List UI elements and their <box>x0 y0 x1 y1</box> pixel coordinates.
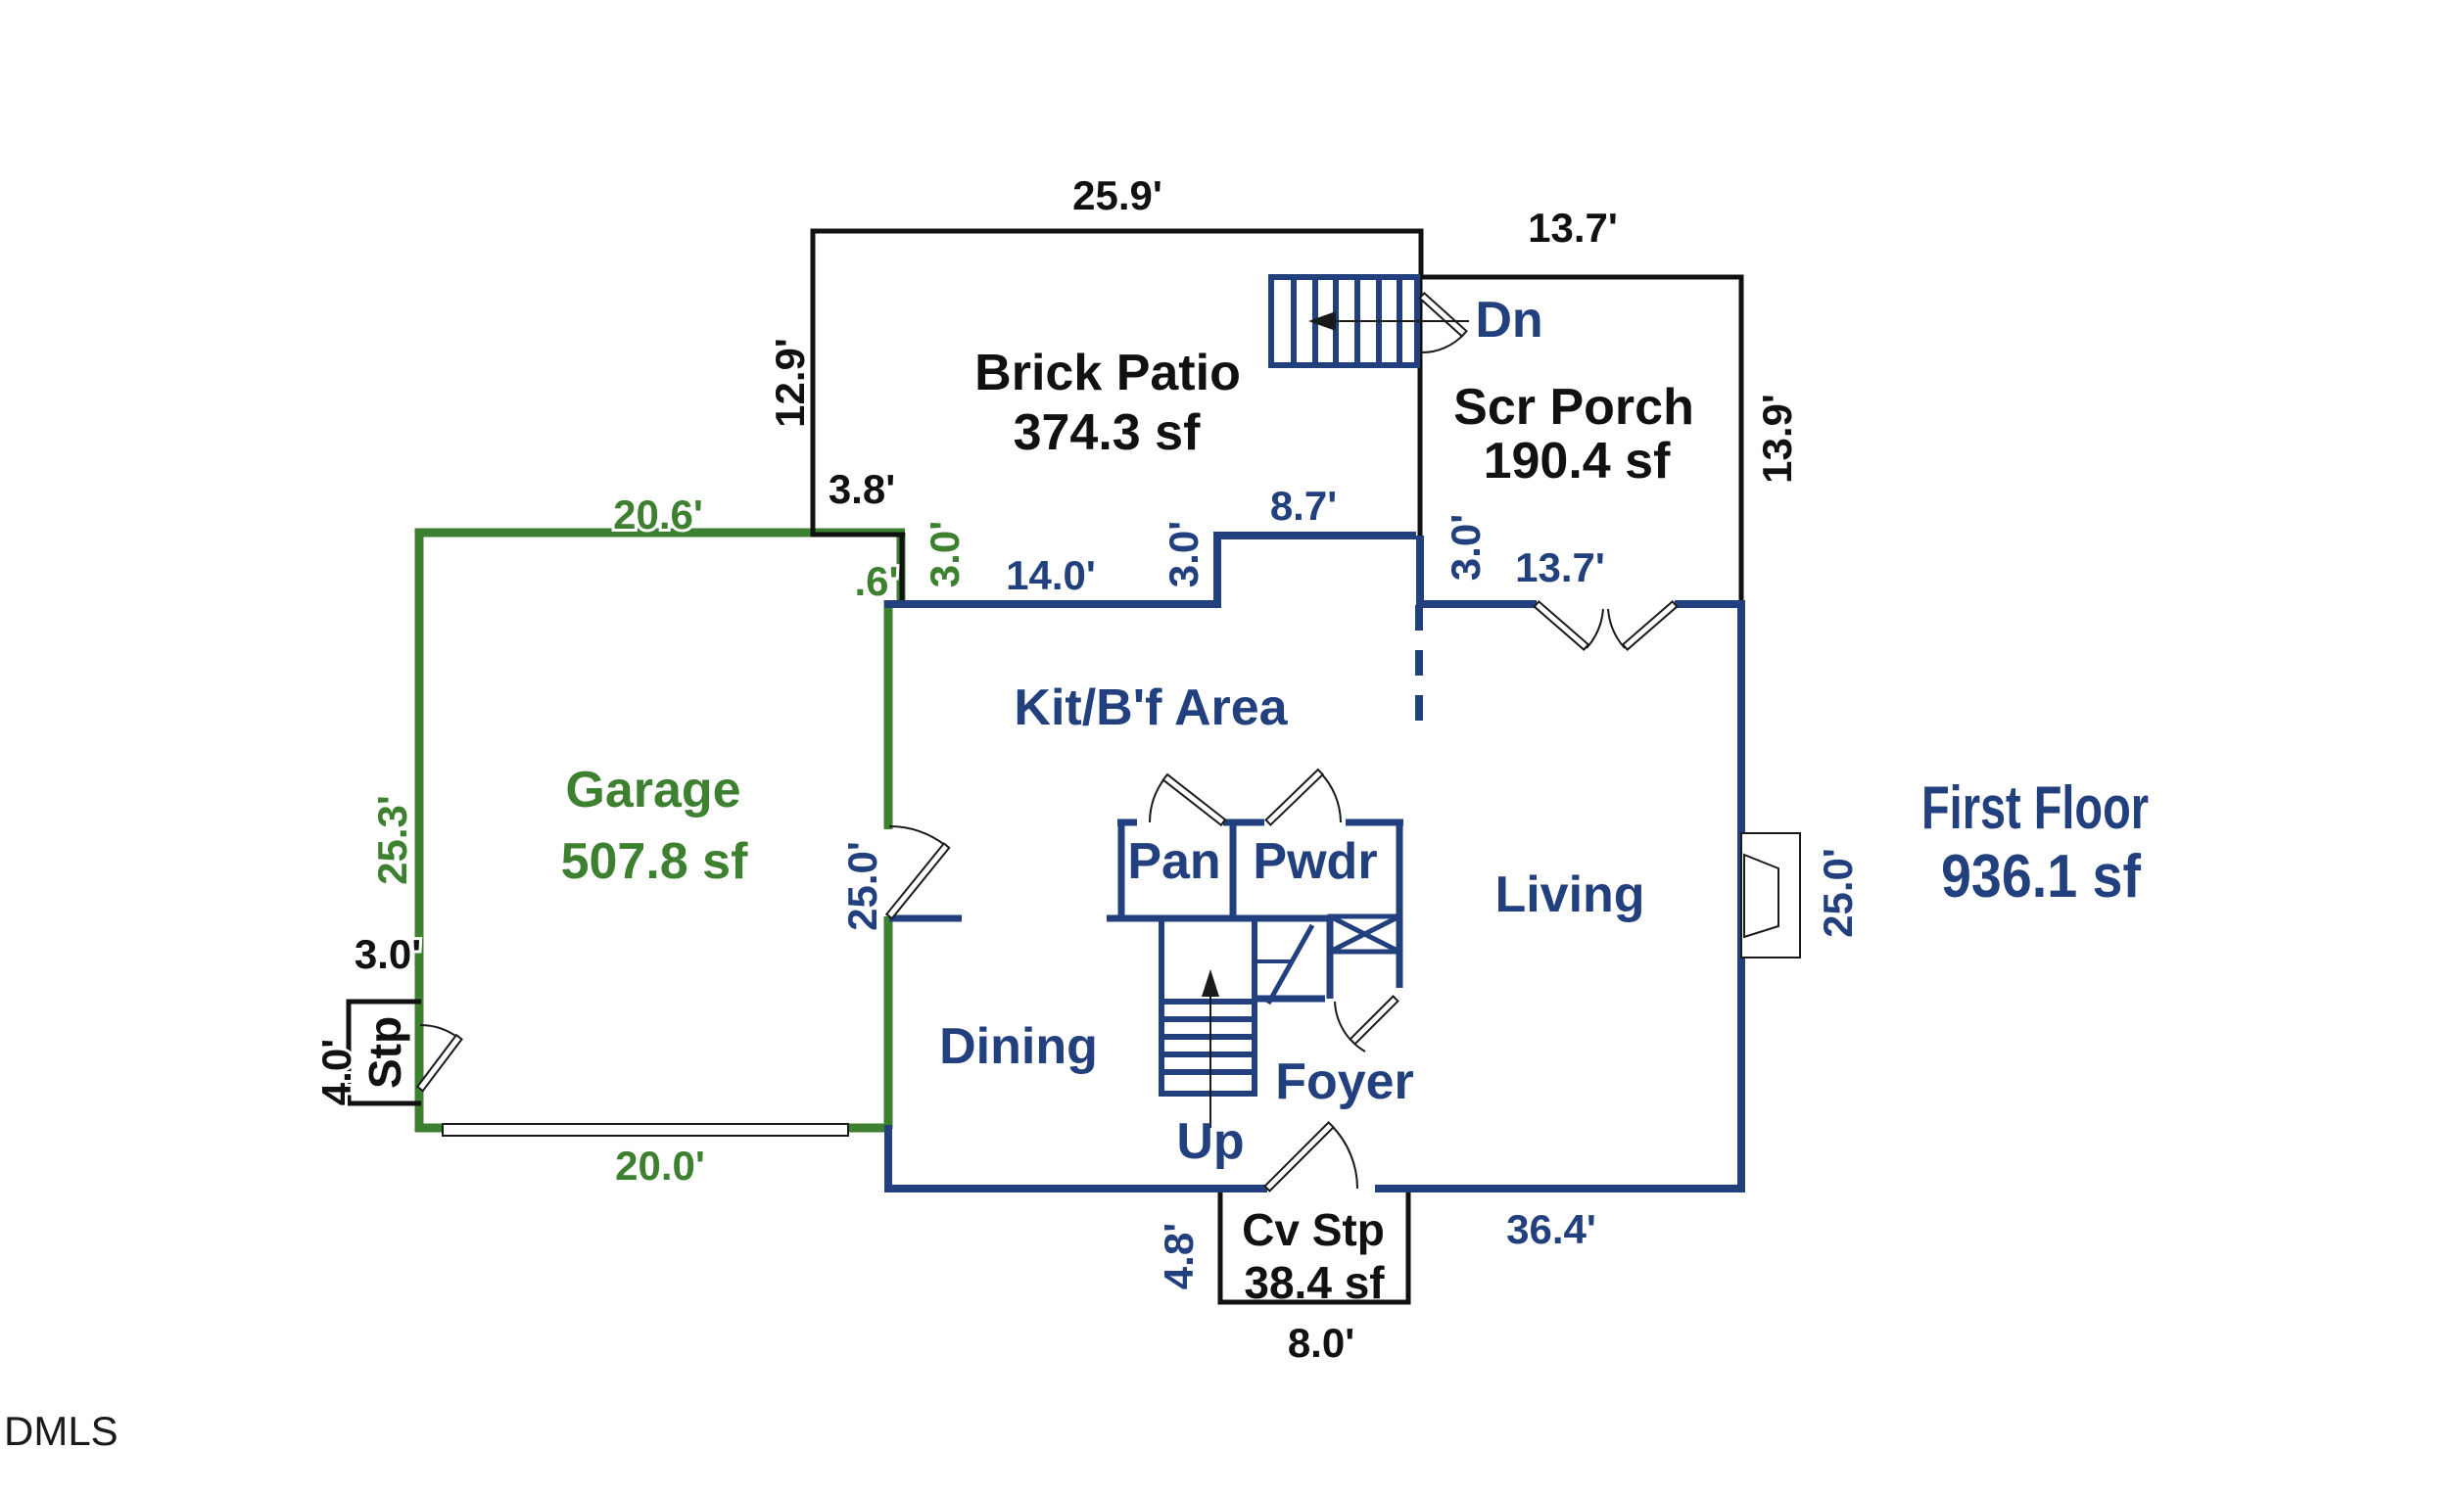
kitchen-top-wall <box>884 532 1416 608</box>
dim-front-stoop-width: 8.0' <box>1288 1320 1354 1366</box>
french-door-right-leaf <box>1621 599 1679 652</box>
french-door-left-leaf <box>1533 599 1590 652</box>
fireplace <box>1740 832 1801 958</box>
dim-kitchen-jog: 3.0' <box>1161 521 1207 587</box>
stoop-door-leaf <box>415 1033 463 1093</box>
stp-label: Stp <box>359 1016 410 1089</box>
first-floor-area: 936.1 sf <box>1941 843 2141 911</box>
covered-stoop-box <box>1217 1191 1411 1305</box>
scr-porch-label: Scr Porch <box>1453 379 1694 436</box>
understair-symbol <box>1257 923 1315 1005</box>
door-symbols <box>415 291 1679 1192</box>
dim-garage-jog: 3.0' <box>922 521 968 587</box>
powder-door-leaf <box>1264 768 1325 826</box>
dim-porch-door-width: 13.7' <box>1515 544 1605 590</box>
cv-stp-area: 38.4 sf <box>1244 1257 1385 1308</box>
dim-kitchen-patio-wall: 8.7' <box>1270 483 1337 529</box>
garage-kitchen-door-arc <box>888 824 947 847</box>
foyer-label: Foyer <box>1275 1053 1414 1110</box>
dim-porch-jog: 3.0' <box>1443 514 1489 581</box>
stair-up-label: Up <box>1176 1113 1244 1170</box>
pantry-door-leaf <box>1161 772 1227 827</box>
dimension-labels: 25.9' 13.7' 12.9' 13.9' 3.8' 3.0' 4.0' 8… <box>310 169 1864 1369</box>
porch-door-arc <box>1421 333 1465 354</box>
brick-patio-area: 374.3 sf <box>1014 404 1201 461</box>
closet-shelves <box>1327 913 1402 955</box>
front-door-leaf <box>1263 1121 1335 1192</box>
fireplace-firebox <box>1743 853 1779 939</box>
dim-garage-width-top: 20.6' <box>613 491 703 538</box>
pantry-label: Pan <box>1127 833 1220 890</box>
front-door-arc <box>1330 1124 1358 1190</box>
stair-up-treads <box>1161 999 1255 1075</box>
dim-garage-depth-left: 25.3' <box>369 795 415 885</box>
stair-up-arrow-head <box>1202 969 1219 997</box>
first-floor-label: First Floor <box>1921 774 2149 842</box>
brick-patio-label: Brick Patio <box>974 345 1241 401</box>
french-door-left-arc <box>1586 608 1604 649</box>
dim-first-floor-right: 25.0' <box>1815 848 1861 938</box>
dim-stoop-width: 3.0' <box>355 931 421 977</box>
stoop-box <box>346 999 421 1106</box>
dim-first-floor-left: 25.0' <box>839 841 885 931</box>
stair-arrows <box>1202 311 1469 1128</box>
garage-left-top-wall <box>414 528 905 1132</box>
stoop-door-arc <box>419 1024 459 1039</box>
garage-kitchen-door-leaf <box>884 842 951 920</box>
patio-porch-walls <box>346 228 1744 1305</box>
dim-kitchen-offset: .6' <box>854 558 898 604</box>
dim-patio-jog: 3.8' <box>829 466 895 512</box>
kitchen-label: Kit/B'f Area <box>1014 679 1288 736</box>
dim-patio-width-top: 25.9' <box>1072 172 1162 218</box>
watermark: DMLS <box>4 1408 118 1454</box>
stair-down-label: Dn <box>1475 292 1542 349</box>
garage-walls <box>414 528 906 1133</box>
patio-walls <box>810 228 1424 537</box>
porch-top-right-walls <box>1417 274 1744 606</box>
pantry-door-arc <box>1149 776 1166 823</box>
foyer-door-leaf <box>1349 995 1399 1046</box>
closet-box <box>1327 913 1402 955</box>
garage-label: Garage <box>565 762 740 818</box>
dim-first-floor-bottom: 36.4' <box>1506 1206 1596 1252</box>
dim-patio-depth-left: 12.9' <box>767 338 813 428</box>
understair-slope-line <box>1265 923 1315 1005</box>
living-label: Living <box>1494 866 1644 923</box>
stair-up <box>1159 918 1257 1097</box>
stair-down-arrow-head <box>1308 311 1336 331</box>
garage-door-panel <box>442 1123 849 1137</box>
powder-label: Pwdr <box>1253 833 1377 890</box>
dining-label: Dining <box>939 1018 1098 1075</box>
garage-area: 507.8 sf <box>561 833 748 890</box>
dim-stoop-depth: 4.0' <box>313 1039 359 1105</box>
powder-door-arc <box>1319 771 1342 823</box>
room-labels: Brick Patio 374.3 sf Scr Porch 190.4 sf … <box>359 292 2149 1308</box>
dim-garage-door-width: 20.0' <box>615 1143 705 1189</box>
foyer-door-arc <box>1334 1001 1366 1052</box>
dim-front-stoop-depth: 4.8' <box>1156 1223 1202 1289</box>
porch-door-leaf <box>1418 291 1468 338</box>
dim-kitchen-wall-top: 14.0' <box>1006 552 1096 598</box>
closet-x-icon <box>1328 913 1401 955</box>
scr-porch-area: 190.4 sf <box>1484 433 1671 490</box>
cv-stp-label: Cv Stp <box>1242 1204 1385 1255</box>
french-door-right-arc <box>1607 608 1626 649</box>
dim-porch-depth-right: 13.9' <box>1754 394 1800 484</box>
dim-porch-width-top: 13.7' <box>1528 205 1618 251</box>
